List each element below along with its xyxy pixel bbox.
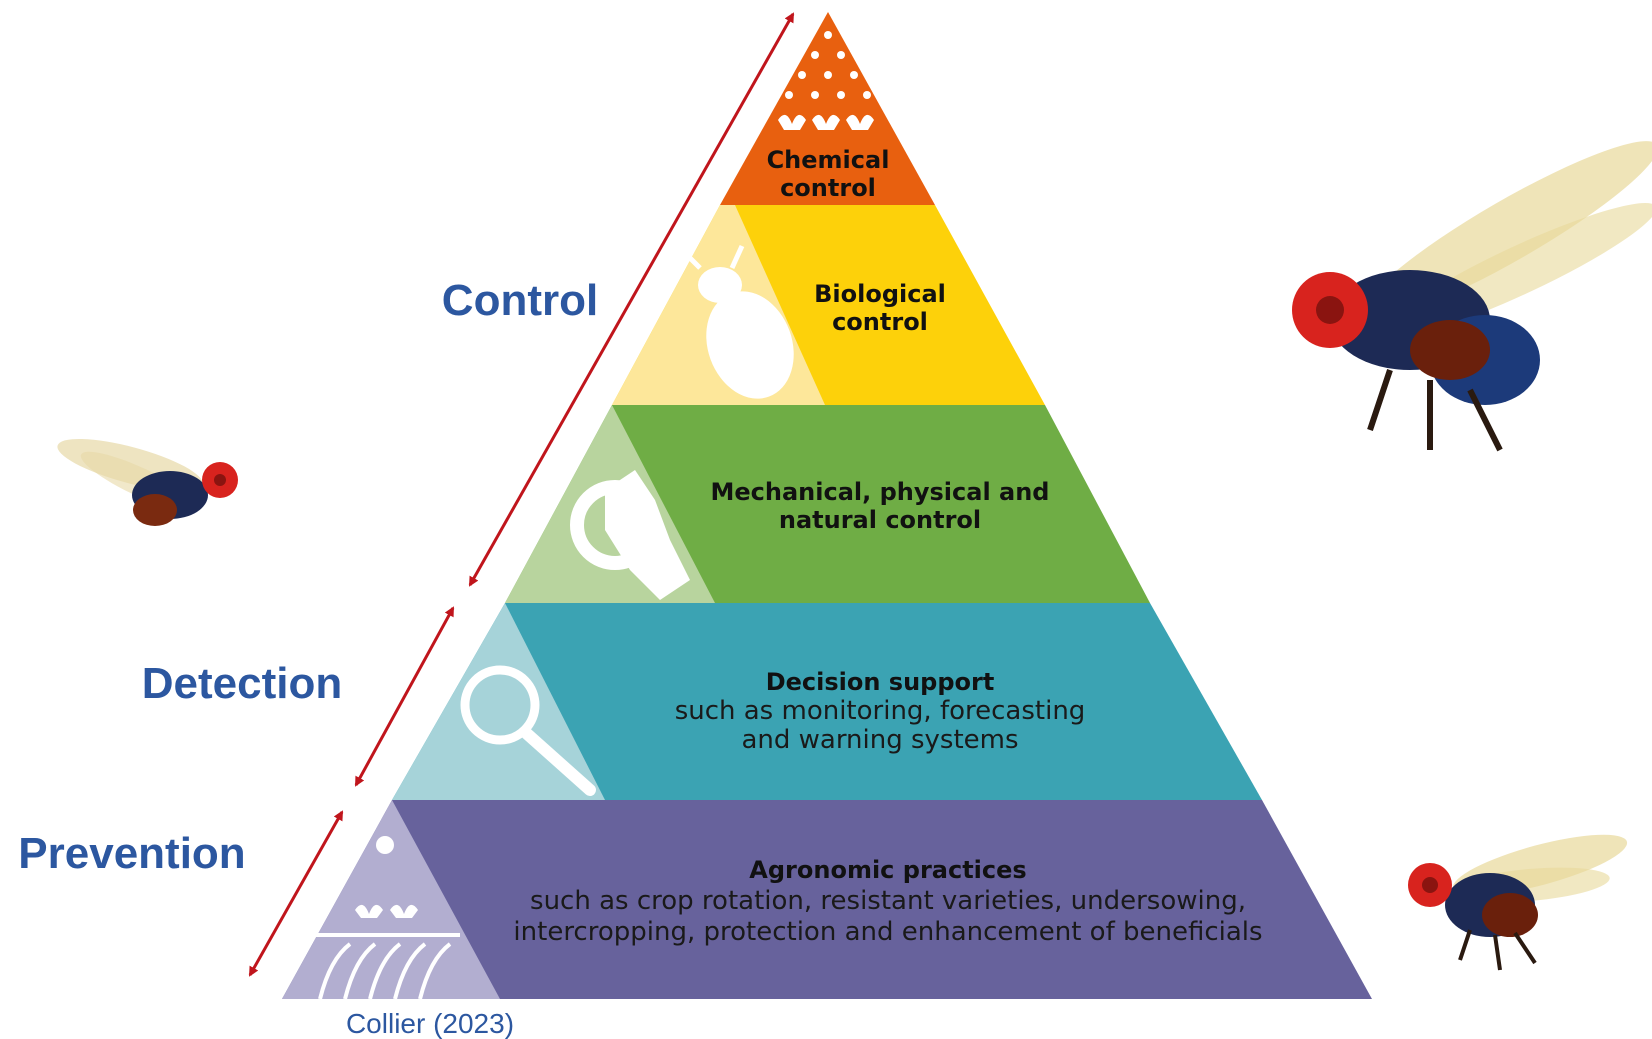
tier-agronomic-subtitle-line: such as crop rotation, resistant varieti…	[530, 886, 1246, 916]
tier-biological	[612, 205, 1045, 405]
label-control: Control	[442, 276, 598, 325]
credit: Collier (2023)	[346, 1008, 514, 1039]
tier-decision-subtitle-line: such as monitoring, forecasting	[675, 696, 1086, 726]
fly-icon-top-right	[1292, 141, 1652, 452]
tier-texts: ChemicalcontrolBiologicalcontrolMechanic…	[513, 146, 1262, 947]
tier-decision-subtitle-line: and warning systems	[741, 725, 1018, 755]
magnifier-icon	[460, 665, 596, 796]
tier-decision-title-line: Decision support	[766, 668, 995, 696]
tier-mechanical-title-line: natural control	[779, 506, 981, 534]
label-prevention: Prevention	[18, 829, 245, 878]
tier-mechanical-title-line: Mechanical, physical and	[711, 478, 1050, 506]
label-detection: Detection	[142, 659, 342, 708]
tier-agronomic-subtitle-line: intercropping, protection and enhancemen…	[513, 917, 1262, 947]
tier-biological-title-line: control	[832, 308, 928, 336]
tier-chemical-title-line: Chemical	[767, 146, 890, 174]
control-arrow	[468, 12, 795, 587]
prevention-arrow	[248, 810, 344, 977]
detection-arrow	[354, 606, 455, 787]
fly-icon-left	[57, 438, 238, 526]
tier-biological-title-line: Biological	[814, 280, 946, 308]
tier-agronomic-title-line: Agronomic practices	[749, 856, 1026, 884]
fly-icon-bottom-right	[1408, 834, 1628, 971]
tier-chemical-title-line: control	[780, 174, 876, 202]
tier-decision	[392, 603, 1262, 800]
